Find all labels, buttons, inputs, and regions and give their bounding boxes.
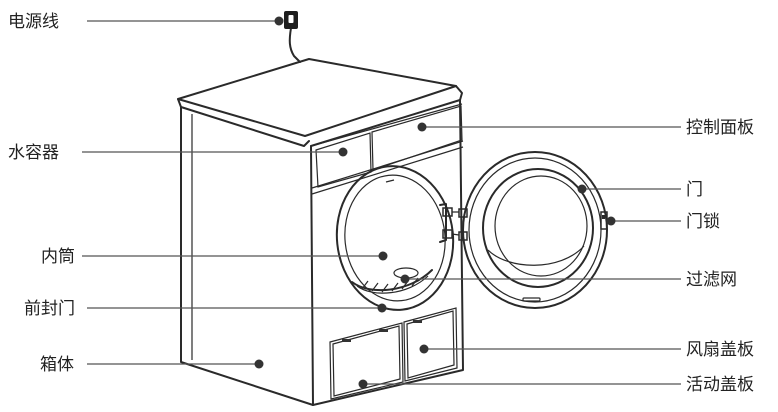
callout-dot-door-lock xyxy=(606,216,616,226)
front-opening xyxy=(335,165,455,311)
label-power-cord: 电源线 xyxy=(8,12,59,32)
bottom-panels xyxy=(329,307,458,400)
control-panel-area xyxy=(371,105,463,171)
callout-dot-filter-screen xyxy=(400,274,410,284)
top-panel xyxy=(177,58,463,147)
callout-dot-cabinet xyxy=(254,359,264,369)
callout-dot-power-cord xyxy=(274,16,284,26)
power-cord xyxy=(284,11,301,63)
labels: 电源线 水容器 内筒 前封门 箱体 控制面板 门 门锁 过滤网 风扇盖板 活动盖… xyxy=(8,12,754,395)
callout-dot-control-panel xyxy=(417,122,427,132)
side-cabinet xyxy=(180,106,314,406)
callout-dot-water-container xyxy=(338,147,348,157)
callout-dot-fan-cover xyxy=(419,344,429,354)
label-front-cover-door: 前封门 xyxy=(24,299,75,319)
front-face xyxy=(310,99,464,406)
label-water-container: 水容器 xyxy=(8,143,59,163)
open-door xyxy=(439,151,608,309)
label-movable-cover: 活动盖板 xyxy=(686,375,754,395)
callout-dot-front-cover-door xyxy=(377,303,387,313)
label-door: 门 xyxy=(686,180,703,200)
label-cabinet: 箱体 xyxy=(40,355,74,375)
callout-dot-inner-drum xyxy=(378,251,388,261)
callouts xyxy=(82,16,681,389)
callout-dot-door xyxy=(577,184,587,194)
label-inner-drum: 内筒 xyxy=(41,247,75,267)
filter-screen-part xyxy=(351,267,433,294)
callout-dot-movable-cover xyxy=(358,379,368,389)
label-fan-cover: 风扇盖板 xyxy=(686,340,754,360)
dryer-illustration xyxy=(177,11,608,406)
label-control-panel: 控制面板 xyxy=(686,118,754,138)
label-filter-screen: 过滤网 xyxy=(686,270,737,290)
label-door-lock: 门锁 xyxy=(686,212,720,232)
